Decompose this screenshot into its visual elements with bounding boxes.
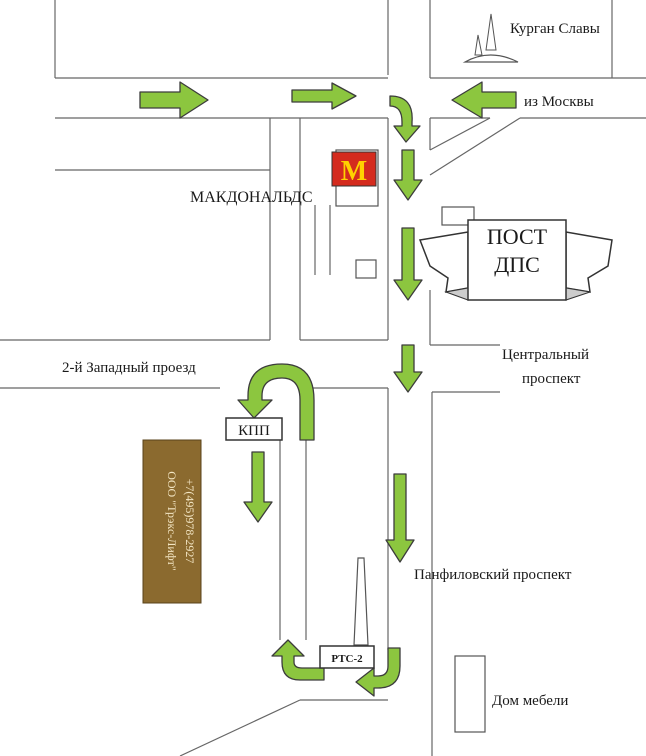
arrow-down-icon: [393, 149, 423, 201]
label-central-line1: Центральный: [502, 347, 589, 363]
label-panfilovsky-prospekt: Панфиловский проспект: [414, 567, 572, 583]
arrow-down-icon: [385, 473, 415, 563]
post-dps-banner: [418, 219, 613, 301]
company-sign: ООО "Трэкс-Лифт" +7(495)978-2927: [142, 439, 202, 604]
arrow-down-icon: [243, 451, 273, 523]
arrow-right-icon: [139, 81, 209, 119]
building-small: [355, 259, 377, 279]
label-mcdonalds: МАКДОНАЛЬДС: [190, 189, 312, 206]
kpp-box: [225, 417, 283, 441]
building-post-marker: [441, 206, 475, 226]
mcdonalds-logo-letter: M: [341, 156, 367, 187]
arrow-down-icon: [393, 344, 423, 393]
label-from-moscow: из Москвы: [524, 94, 594, 110]
label-dom-mebeli: Дом мебели: [492, 693, 568, 709]
rts-box: [319, 645, 375, 669]
arrow-curve-left-icon: [355, 647, 401, 697]
arrow-left-icon: [451, 81, 517, 119]
route-arrows: [139, 81, 517, 697]
label-kpp: КПП: [238, 423, 270, 439]
building-dom-mebeli: [454, 655, 486, 733]
chimney-icon: [353, 557, 369, 646]
monument-icon: [462, 13, 519, 63]
arrow-uturn-icon: [237, 363, 315, 441]
mcdonalds-logo-icon: [331, 151, 377, 187]
label-post-line1: ПОСТ: [487, 224, 548, 249]
company-sign-name: ООО "Трэкс-Лифт": [165, 471, 179, 571]
arrow-down-icon: [393, 227, 423, 301]
label-post-line2: ДПС: [494, 252, 540, 277]
arrow-curve-up-icon: [271, 639, 325, 681]
label-rts-2: РТС-2: [331, 653, 363, 665]
label-2-zapadny-proezd: 2-й Западный проезд: [62, 360, 196, 376]
arrow-curve-down-icon: [389, 95, 421, 143]
buildings: [355, 206, 486, 733]
label-kurgan-slavy: Курган Славы: [510, 21, 600, 37]
mcdonalds-building: M: [331, 149, 379, 207]
company-sign-phone: +7(495)978-2927: [183, 479, 197, 564]
label-central-line2: проспект: [522, 371, 581, 387]
arrow-right-icon: [291, 82, 357, 110]
